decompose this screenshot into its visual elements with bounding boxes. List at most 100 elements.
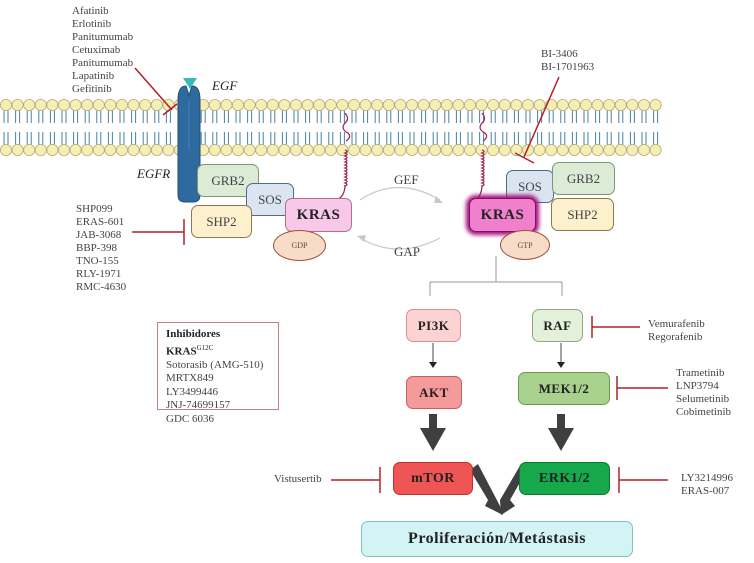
lipid-tail	[629, 109, 635, 146]
lipid-head	[58, 99, 71, 112]
lipid-head	[498, 99, 511, 112]
shp2-label: SHP2	[206, 213, 237, 229]
gdp-label: GDP	[291, 241, 308, 250]
lipid-head	[69, 99, 82, 112]
grb2-label: GRB2	[566, 170, 601, 186]
lipid-head	[150, 99, 163, 112]
lipid-head	[127, 143, 140, 156]
lipid-head	[382, 99, 395, 112]
lipid-head	[556, 143, 569, 156]
lipid-head	[162, 143, 175, 156]
egfr-receptor	[177, 85, 201, 203]
lipid-head	[92, 99, 105, 112]
shp2-inhibitor-line	[132, 219, 185, 245]
lipid-tail	[339, 109, 345, 146]
lipid-head	[0, 143, 12, 156]
lipid-head	[313, 99, 326, 112]
lipid-tail	[107, 109, 113, 146]
lipid-tail	[61, 109, 67, 146]
gef-label: GEF	[394, 172, 419, 187]
outcome-label: Proliferación/Metástasis	[408, 530, 586, 547]
lipid-head	[289, 99, 302, 112]
lipid-tail	[3, 109, 9, 146]
lipid-head	[278, 143, 291, 156]
lipid-head	[116, 99, 129, 112]
proliferation-metastasis-box: Proliferación/Metástasis	[361, 521, 633, 557]
lipid-head	[336, 99, 349, 112]
lipid-tail	[235, 109, 241, 146]
lipid-head	[591, 143, 604, 156]
lipid-head	[394, 99, 407, 112]
lipid-tail	[537, 109, 543, 146]
drug-label: Cetuximab	[72, 44, 121, 56]
lipid-tail	[560, 109, 566, 146]
lipid-tail	[467, 109, 473, 146]
lipid-head	[220, 143, 233, 156]
lipid-head	[371, 99, 384, 112]
drug-label: Regorafenib	[648, 331, 703, 343]
drug-label: TNO-155	[76, 255, 119, 267]
raf-label: RAF	[543, 317, 572, 333]
small-arrows	[429, 343, 565, 368]
lipid-tail	[247, 109, 253, 146]
lipid-tail	[15, 109, 21, 146]
lipid-tail	[96, 109, 102, 146]
egfr-label: EGFR	[137, 166, 171, 181]
lipid-head	[429, 99, 442, 112]
lipid-head	[580, 99, 593, 112]
lipid-head	[266, 99, 279, 112]
gtp-oval: GTP	[500, 230, 550, 260]
drug-label: LNP3794	[676, 380, 719, 392]
lipid-head	[394, 143, 407, 156]
drug-label: Vistusertib	[274, 473, 322, 485]
drug-label: Panitumumab	[72, 57, 134, 69]
lipid-head	[289, 143, 302, 156]
drug-label: GDC 6036	[166, 412, 214, 425]
sos-inhibitor-line	[514, 76, 560, 164]
drug-label: Panitumumab	[72, 31, 134, 43]
drug-label: Gefitinib	[72, 83, 112, 95]
gef-arc	[359, 186, 441, 201]
shp2-inhibitor-list: SHP099 ERAS-601 JAB-3068 BBP-398 TNO-155…	[76, 203, 126, 294]
drug-label: BI-1701963	[541, 61, 595, 73]
akt-label: AKT	[419, 384, 449, 400]
drug-label: Selumetinib	[676, 393, 730, 405]
lipid-head	[104, 143, 117, 156]
sos-label: SOS	[258, 191, 282, 207]
lipid-head	[278, 99, 291, 112]
lipid-head	[475, 143, 488, 156]
sos-label: SOS	[518, 178, 542, 194]
drug-label: ERAS-007	[681, 485, 730, 497]
lipid-tail	[131, 109, 137, 146]
lipid-tail	[154, 109, 160, 146]
lipid-tail	[606, 109, 612, 146]
lipid-head	[23, 143, 36, 156]
lipid-tail	[513, 109, 519, 146]
lipid-head	[498, 143, 511, 156]
lipid-tail	[386, 109, 392, 146]
lipid-head	[440, 99, 453, 112]
grb2-label: GRB2	[211, 172, 245, 188]
lipid-head	[116, 143, 129, 156]
drug-label: LY3214996	[681, 472, 734, 484]
lipid-head	[243, 143, 256, 156]
raf-inhibitor-line	[591, 316, 640, 338]
kras-label: KRAS	[480, 206, 525, 223]
lipid-head	[440, 143, 453, 156]
lipid-head	[568, 143, 581, 156]
egf-label: EGF	[212, 78, 238, 93]
lipid-tail	[444, 109, 450, 146]
mtor-label: mTOR	[411, 470, 455, 486]
lipid-tail	[374, 109, 380, 146]
gef-gap-cycle	[357, 186, 443, 250]
lipid-head	[11, 143, 24, 156]
lipid-head	[568, 99, 581, 112]
lipid-tail	[653, 109, 659, 146]
drug-label: JAB-3068	[76, 229, 122, 241]
lipid-head	[81, 143, 94, 156]
lipid-head	[46, 143, 59, 156]
lipid-head	[463, 143, 476, 156]
lipid-head	[0, 99, 12, 112]
lipid-tail	[409, 109, 415, 146]
